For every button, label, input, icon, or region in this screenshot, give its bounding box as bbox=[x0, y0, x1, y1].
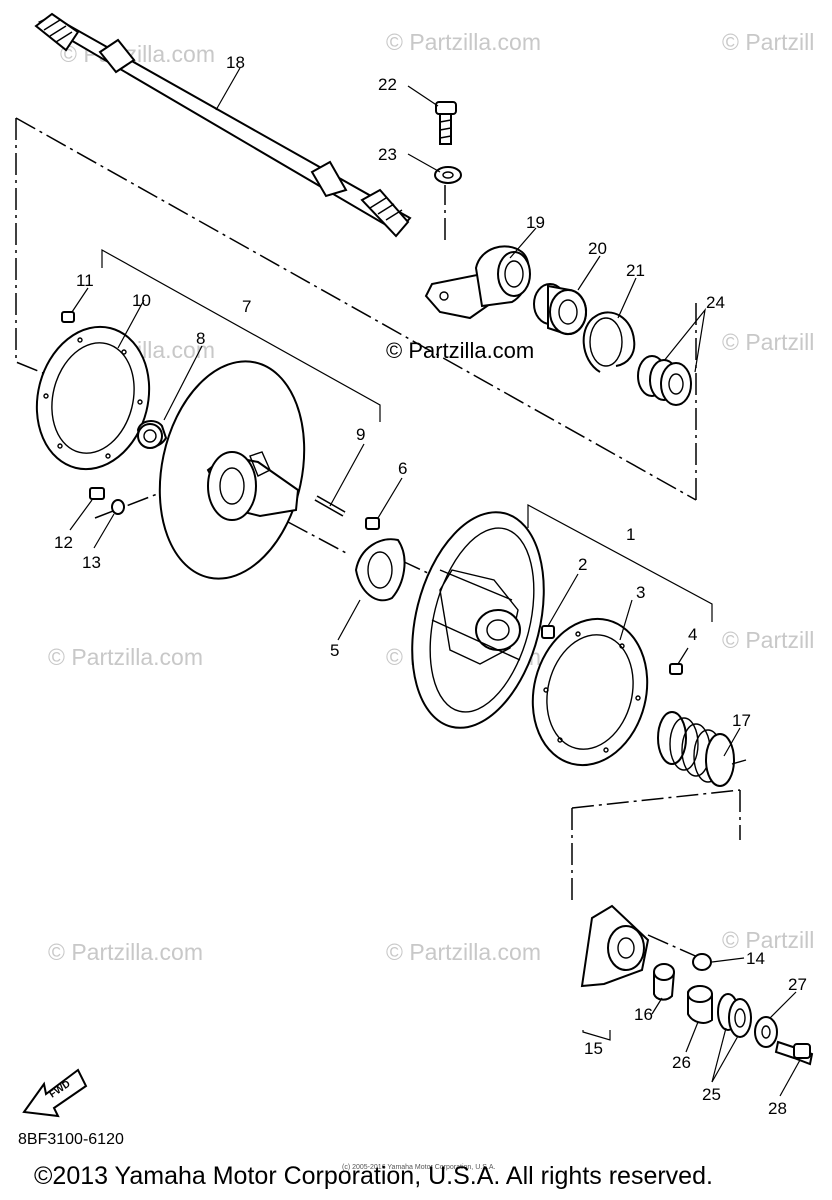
callout-28: 28 bbox=[768, 1099, 787, 1118]
callout-numbers: 1 2 3 4 5 6 7 8 9 10 11 12 13 14 15 16 1… bbox=[54, 53, 807, 1118]
bolt-28 bbox=[774, 1040, 814, 1066]
watermark-center-dark: © Partzilla.com bbox=[386, 338, 534, 363]
watermark-low-left: © Partzilla.com bbox=[48, 939, 203, 965]
watermark-low-center: © Partzilla.com bbox=[386, 939, 541, 965]
bolt-6 bbox=[365, 517, 380, 530]
watermarks: © Partzilla.com © Partzilla.com © Partzi… bbox=[48, 29, 814, 965]
tiny-copyright: (c) 2005-2016 Yamaha Motor Corporation, … bbox=[342, 1164, 496, 1171]
callout-25: 25 bbox=[702, 1085, 721, 1104]
callout-15: 15 bbox=[584, 1039, 603, 1058]
callout-19: 19 bbox=[526, 213, 545, 232]
callout-11: 11 bbox=[76, 271, 94, 290]
collar bbox=[653, 963, 676, 1001]
watermark-top-right: © Partzill bbox=[722, 29, 814, 55]
callout-6: 6 bbox=[398, 459, 407, 478]
callout-22: 22 bbox=[378, 75, 397, 94]
gasket bbox=[354, 538, 406, 602]
leader-lines bbox=[69, 67, 801, 1097]
callout-12: 12 bbox=[54, 533, 73, 552]
callout-5: 5 bbox=[330, 641, 339, 660]
callout-16: 16 bbox=[634, 1005, 653, 1024]
callout-2: 2 bbox=[578, 555, 587, 574]
fixed-sheave bbox=[158, 360, 306, 580]
nut-2 bbox=[541, 625, 555, 639]
callout-26: 26 bbox=[672, 1053, 691, 1072]
callout-21: 21 bbox=[626, 261, 645, 280]
watermark-mid-right: © Partzill bbox=[722, 627, 814, 653]
brake-disc-left bbox=[35, 325, 151, 471]
callout-23: 23 bbox=[378, 145, 397, 164]
callout-10: 10 bbox=[132, 291, 151, 310]
seals bbox=[637, 355, 692, 406]
circlip bbox=[582, 311, 636, 373]
bearing bbox=[533, 283, 588, 336]
callout-1: 1 bbox=[626, 525, 635, 544]
spring-seat bbox=[580, 904, 650, 988]
bearing-housing bbox=[424, 245, 531, 320]
bolt-and-washer bbox=[434, 101, 462, 184]
copyright-notice: ©2013 Yamaha Motor Corporation, U.S.A. A… bbox=[34, 1162, 713, 1190]
bushing-26 bbox=[687, 985, 713, 1024]
drive-shaft bbox=[34, 12, 412, 238]
movable-sheave bbox=[411, 511, 545, 729]
callout-9: 9 bbox=[356, 425, 365, 444]
callout-14: 14 bbox=[746, 949, 765, 968]
callout-17: 17 bbox=[732, 711, 751, 730]
washer-27 bbox=[754, 1016, 778, 1048]
watermark-upper-right: © Partzill bbox=[722, 329, 814, 355]
washers-25 bbox=[717, 993, 752, 1038]
small-fasteners-left bbox=[61, 311, 125, 515]
callout-20: 20 bbox=[588, 239, 607, 258]
spring bbox=[657, 711, 747, 787]
fwd-arrow-icon: FWD bbox=[22, 1068, 88, 1118]
callout-27: 27 bbox=[788, 975, 807, 994]
callout-13: 13 bbox=[82, 553, 101, 572]
watermark-mid-left: © Partzilla.com bbox=[48, 644, 203, 670]
callout-8: 8 bbox=[196, 329, 205, 348]
watermark-low-right: © Partzill bbox=[722, 927, 814, 953]
nut-14 bbox=[692, 953, 712, 971]
document-code: 8BF3100-6120 bbox=[18, 1131, 124, 1148]
bushing bbox=[136, 420, 168, 449]
callout-7: 7 bbox=[242, 297, 251, 316]
callout-4: 4 bbox=[688, 625, 697, 644]
brake-disc-right bbox=[531, 617, 649, 767]
callout-24: 24 bbox=[706, 293, 725, 312]
callout-3: 3 bbox=[636, 583, 645, 602]
group-brackets bbox=[101, 248, 713, 1041]
callout-18: 18 bbox=[226, 53, 245, 72]
bolt-4 bbox=[669, 663, 683, 675]
watermark-top-center: © Partzilla.com bbox=[386, 29, 541, 55]
